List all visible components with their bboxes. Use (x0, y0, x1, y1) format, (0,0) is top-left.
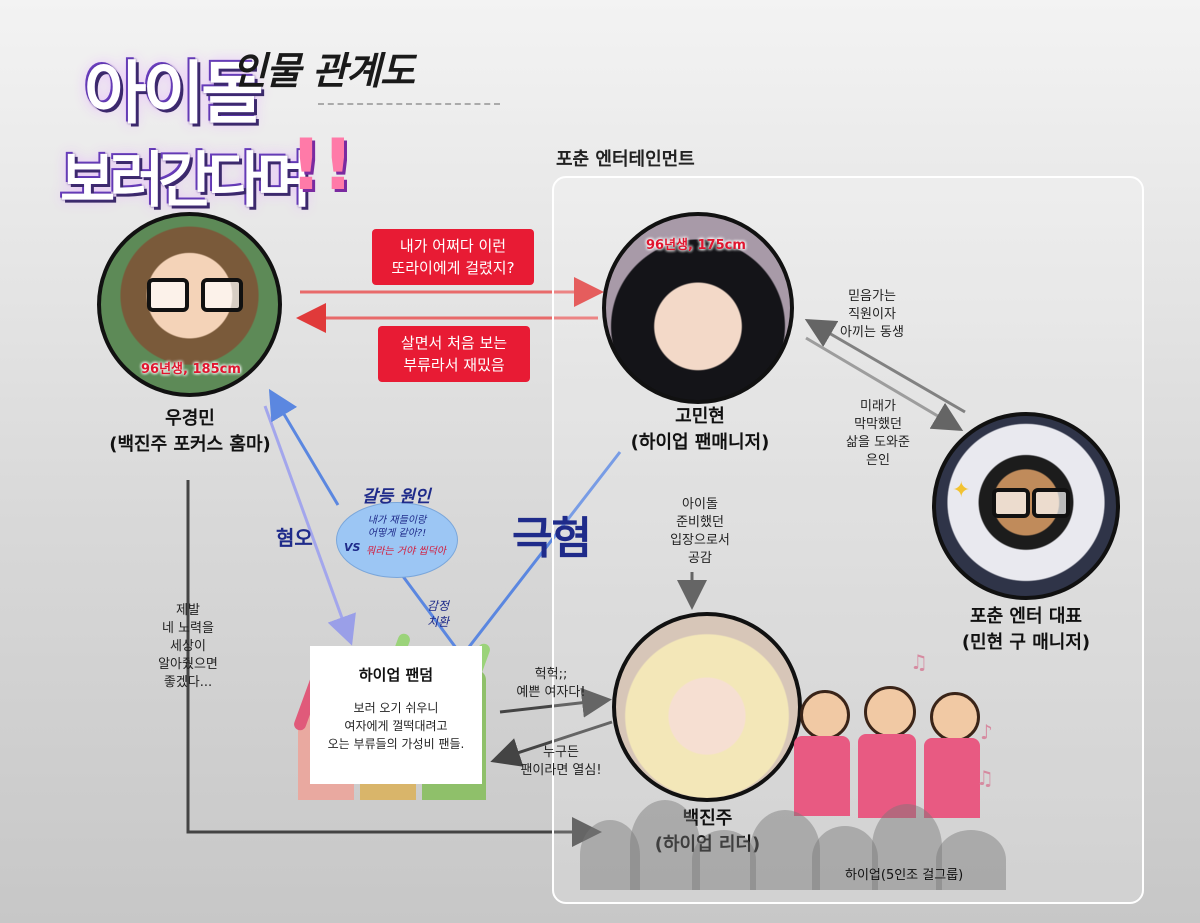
relation-go-to-ceo: 미래가 막막했던 삶을 도와준 은인 (838, 398, 918, 470)
label-extreme-hate: 극혐 (512, 513, 592, 564)
sparkle-icon: ✦ (952, 478, 971, 503)
label-hate: 혐오 (276, 526, 313, 550)
relation-line: 감정 (426, 599, 450, 613)
relation-go-to-woo: 살면서 처음 보는 부류라서 재밌음 (378, 326, 530, 382)
conflict-line1: 내가 재들이랑 어떻게 같아?! (346, 514, 448, 540)
character-woo: 우경민 (백진주 포커스 홈마) (90, 406, 290, 458)
relation-line: 좋겠다... (163, 675, 213, 690)
edge-baek-to-fandom (490, 720, 613, 767)
series-logo: 아이돌 보러간다며 !! (60, 28, 354, 228)
fandom-desc: 보러 오기 쉬우니 여자에게 껄떡대려고 오는 부류들의 가성비 팬들. (310, 699, 482, 753)
logo-exclaim: !! (290, 124, 354, 206)
idol-group-label: 하이업(5인조 걸그룹) (845, 868, 964, 883)
relation-line: 내가 어쩌다 이런 (399, 237, 507, 255)
fandom-desc-line: 보러 오기 쉬우니 (353, 701, 439, 715)
avatar-go: 96년생, 175cm (602, 212, 794, 404)
relation-line: 준비했던 (676, 515, 724, 530)
fandom-desc-line: 여자에게 껄떡대려고 (344, 719, 448, 733)
edge-woo-to-baek (186, 480, 602, 847)
conflict-title: 갈등 원인 (362, 487, 431, 507)
conflict-vs: VS (344, 541, 361, 554)
go-profile-note: 96년생, 175cm (646, 238, 746, 253)
music-note-icon: ♪ (980, 720, 993, 744)
glasses-icon (992, 488, 1030, 518)
music-note-icon: ♫ (976, 766, 994, 790)
group-label: 포춘 엔터테인먼트 (556, 149, 695, 170)
edge-extreme-hate-arrow (268, 388, 340, 506)
relation-fandom-to-baek: 헉헉;; 예쁜 여자다! (506, 666, 596, 702)
avatar-baek (612, 612, 802, 802)
relation-line: 입장으로서 (670, 533, 730, 548)
logo-line2: 보러간다며 (60, 146, 312, 216)
relation-line: 세상이 (170, 639, 206, 654)
avatar-ceo: ✦ (932, 412, 1120, 600)
relation-woo-to-go: 내가 어쩌다 이런 또라이에게 걸렸지? (372, 229, 534, 285)
relation-line: 치환 (426, 615, 450, 629)
character-go: 고민현 (하이업 팬매니저) (590, 404, 810, 456)
avatar-woo: 96년생, 185cm (97, 212, 282, 397)
ceo-name: 포춘 엔터 대표 (970, 606, 1082, 627)
relation-line: 아이돌 (682, 497, 718, 512)
relation-line: 또라이에게 걸렸지? (391, 259, 515, 277)
baek-name: 백진주 (682, 808, 733, 829)
conflict-bubble (336, 502, 458, 578)
crowd-silhouette (580, 790, 1020, 890)
glasses-icon (147, 278, 189, 312)
music-note-icon: ♫ (910, 650, 928, 674)
conflict-line2: 뭐라는 거야 씹덕아 (366, 546, 446, 557)
relation-line: 제발 (176, 603, 200, 618)
fandom-card: 하이업 팬덤 보러 오기 쉬우니 여자에게 껄떡대려고 오는 부류들의 가성비 … (310, 646, 482, 784)
woo-profile-note: 96년생, 185cm (141, 362, 241, 377)
idol-group-illustration: ♫ ♪ ♫ (780, 650, 1010, 830)
logo-line1: 아이돌 (84, 55, 264, 134)
relation-line: 직원이자 (848, 307, 896, 322)
ceo-role: (민현 구 매니저) (961, 632, 1091, 653)
relation-line: 살면서 처음 보는 (400, 334, 508, 352)
edge-ceo-to-go (804, 318, 966, 414)
relation-line: 막막했던 (854, 417, 902, 432)
edge-go-to-ceo (805, 336, 964, 432)
go-role: (하이업 팬매니저) (630, 432, 770, 453)
glasses-icon (1032, 488, 1070, 518)
relation-line: 네 노력을 (162, 621, 214, 636)
woo-name: 우경민 (165, 408, 215, 429)
page-title: 인물 관계도 (232, 49, 415, 93)
conflict-text: 어떻게 같아?! (367, 528, 427, 539)
relation-line: 공감 (688, 551, 712, 566)
label-emotion-swap: 감정 치환 (418, 598, 458, 630)
relation-line: 믿음가는 (848, 289, 896, 304)
character-ceo: 포춘 엔터 대표 (민현 구 매니저) (926, 604, 1126, 656)
relation-ceo-to-go: 믿음가는 직원이자 아끼는 동생 (832, 288, 912, 342)
relation-line: 은인 (866, 453, 890, 468)
relation-baek-to-fandom: 누구든 팬이라면 열심! (512, 744, 610, 780)
fandom-desc-line: 오는 부류들의 가성비 팬들. (327, 737, 465, 751)
relation-line: 미래가 (860, 399, 896, 414)
relation-woo-to-baek: 제발 네 노력을 세상이 알아줬으면 좋겠다... (138, 602, 238, 692)
relation-line: 헉헉;; (534, 667, 568, 682)
relation-line: 알아줬으면 (158, 657, 218, 672)
relation-line: 팬이라면 열심! (520, 763, 602, 778)
woo-role: (백진주 포커스 홈마) (109, 434, 271, 455)
fandom-title: 하이업 팬덤 (358, 666, 434, 684)
go-name: 고민현 (675, 406, 725, 427)
character-baek: 백진주 (하이업 리더) (610, 806, 805, 858)
relation-line: 누구든 (543, 745, 579, 760)
baek-role: (하이업 리더) (654, 834, 761, 855)
glasses-icon (201, 278, 243, 312)
edge-hate (263, 405, 356, 646)
title-underline (318, 103, 500, 105)
relation-line: 삶을 도와준 (846, 435, 910, 450)
relation-line: 아끼는 동생 (840, 325, 904, 340)
relation-line: 부류라서 재밌음 (403, 356, 505, 374)
relation-go-to-baek: 아이돌 준비했던 입장으로서 공감 (660, 496, 740, 568)
conflict-text: 내가 재들이랑 (367, 515, 427, 526)
relation-line: 예쁜 여자다! (516, 685, 586, 700)
